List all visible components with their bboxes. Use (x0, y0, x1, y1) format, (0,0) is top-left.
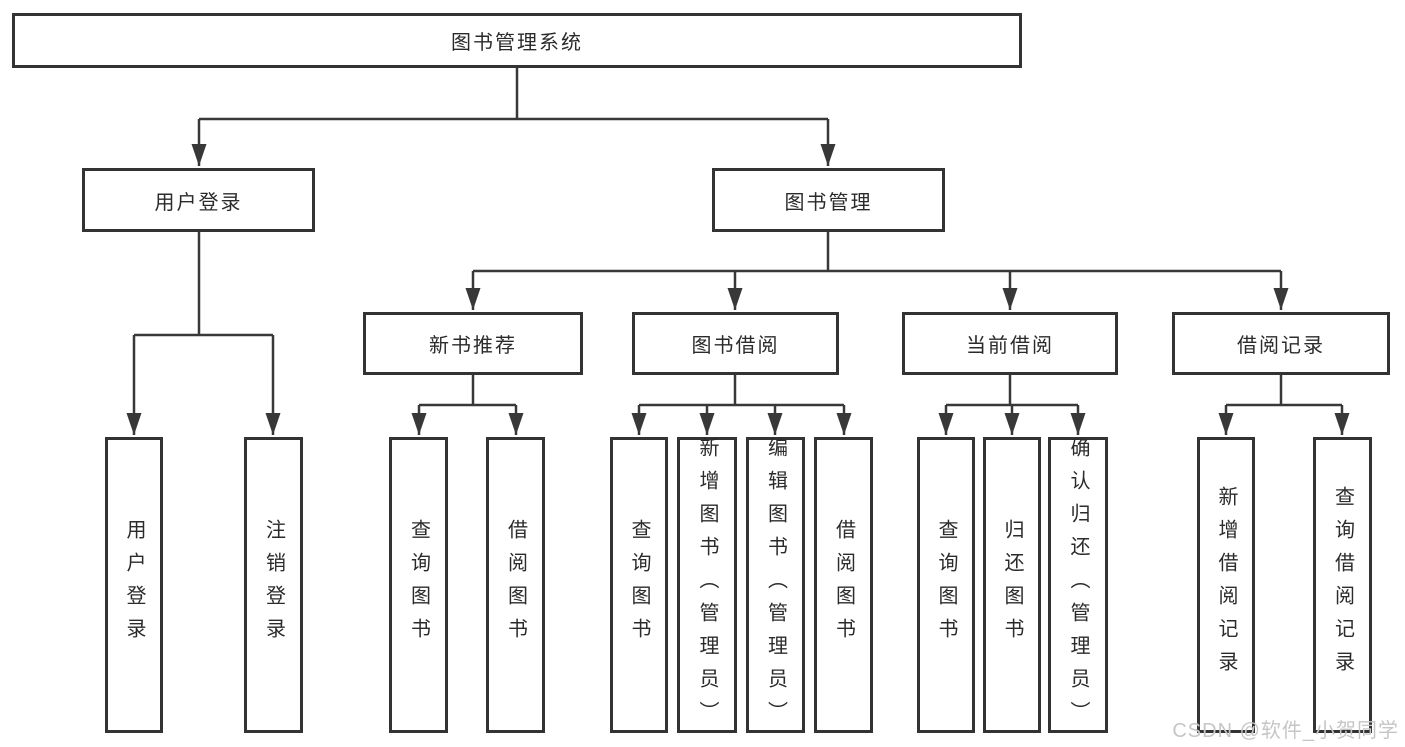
leaf-user-login: 用户登录 (105, 437, 163, 733)
leaf-label: 注销登录 (262, 519, 285, 651)
leaf-label: 查询借阅记录 (1331, 486, 1354, 684)
leaf-borrow-book-2: 借阅图书 (814, 437, 873, 733)
leaf-query-book-2: 查询图书 (610, 437, 668, 733)
node-label: 图书借阅 (691, 335, 780, 357)
node-label: 当前借阅 (966, 335, 1054, 357)
node-label: 图书管理 (784, 191, 873, 214)
leaf-confirm-return-admin: 确认归还（管理员） (1048, 436, 1108, 734)
node-current-borrow: 当前借阅 (902, 312, 1118, 375)
leaf-label: 查询图书 (407, 519, 430, 651)
leaf-logout: 注销登录 (244, 437, 303, 733)
leaf-query-borrow-record: 查询借阅记录 (1313, 437, 1372, 733)
leaf-query-book-1: 查询图书 (389, 437, 448, 733)
node-new-book-recommend: 新书推荐 (363, 312, 583, 375)
leaf-label: 新增借阅记录 (1215, 486, 1237, 684)
node-label: 借阅记录 (1237, 335, 1325, 357)
leaf-label: 新增图书（管理员） (696, 436, 718, 734)
csdn-watermark: CSDN @软件_小贺同学 (1172, 720, 1399, 742)
leaf-add-book-admin: 新增图书（管理员） (677, 436, 737, 734)
leaf-add-borrow-record: 新增借阅记录 (1197, 437, 1255, 733)
node-label: 新书推荐 (429, 335, 517, 357)
leaf-label: 编辑图书（管理员） (764, 436, 787, 734)
node-book-borrow: 图书借阅 (632, 312, 839, 375)
node-label: 图书管理系统 (451, 32, 583, 54)
node-borrow-record: 借阅记录 (1172, 312, 1390, 375)
leaf-label: 借阅图书 (504, 519, 527, 651)
leaf-edit-book-admin: 编辑图书（管理员） (746, 436, 805, 734)
leaf-label: 确认归还（管理员） (1067, 436, 1089, 734)
node-label: 用户登录 (154, 191, 243, 214)
leaf-label: 查询图书 (628, 519, 650, 651)
leaf-label: 借阅图书 (832, 519, 855, 651)
leaf-borrow-book-1: 借阅图书 (486, 437, 545, 733)
leaf-return-book: 归还图书 (983, 437, 1041, 733)
leaf-label: 查询图书 (935, 519, 957, 651)
node-library-management-system: 图书管理系统 (12, 13, 1022, 68)
leaf-label: 归还图书 (1001, 519, 1023, 651)
leaf-label: 用户登录 (123, 519, 145, 651)
leaf-query-book-3: 查询图书 (917, 437, 975, 733)
connector-group (126, 68, 1350, 435)
node-book-management: 图书管理 (712, 168, 945, 232)
node-user-login: 用户登录 (82, 168, 315, 232)
